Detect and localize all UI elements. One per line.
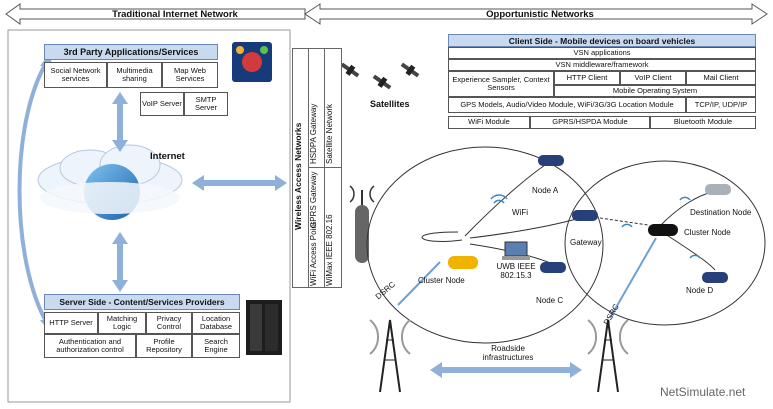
car-cluster-left-icon	[448, 256, 478, 269]
label-node-d: Node D	[686, 286, 714, 295]
antenna-icon	[349, 185, 375, 263]
server-rack-icon	[246, 300, 282, 355]
server-search: Search Engine	[192, 334, 240, 358]
car-node-a-icon	[538, 155, 564, 166]
label-gateway: Gateway	[570, 238, 602, 247]
dsrc-left-line	[397, 261, 441, 306]
cluster-left	[366, 146, 604, 344]
mail-client: Mail Client	[686, 71, 756, 85]
wireless-gprs: GPRS Gateway	[309, 171, 318, 228]
link-gateway-cluster-right	[599, 217, 649, 226]
car-gateway-icon	[572, 210, 598, 221]
wifi-marks	[490, 194, 701, 259]
service-social: Social Network services	[44, 62, 107, 88]
service-map: Map Web Services	[162, 62, 218, 88]
wifi-module: WiFi Module	[448, 116, 530, 129]
link-cluster-noded	[661, 231, 716, 271]
arrow-internet-wireless	[192, 175, 287, 191]
label-wifi: WiFi	[512, 208, 528, 217]
server-side-title: Server Side - Content/Services Providers	[44, 294, 240, 310]
gps-modules: GPS Models, Audio/Video Module, WiFi/3G/…	[448, 97, 686, 113]
label-node-c: Node C	[536, 296, 564, 305]
server-http: HTTP Server	[44, 312, 98, 334]
tower-right-icon	[587, 319, 629, 393]
car-destination-icon	[705, 184, 731, 195]
cluster-right	[564, 160, 766, 326]
satellite-icons	[340, 62, 420, 90]
left-banner-title: Traditional Internet Network	[112, 9, 238, 20]
internet-label: Internet	[150, 151, 185, 162]
label-node-a: Node A	[532, 186, 559, 195]
service-smtp: SMTP Server	[184, 92, 228, 116]
http-client: HTTP Client	[554, 71, 620, 85]
bluetooth-module: Bluetooth Module	[650, 116, 756, 129]
tower-left-icon	[369, 319, 411, 393]
internet-cloud	[37, 144, 183, 220]
wireless-hsdpa: HSDPA Gateway	[309, 103, 318, 164]
car-cluster-right-icon	[648, 224, 678, 236]
server-privacy: Privacy Control	[146, 312, 192, 334]
label-cluster-right: Cluster Node	[684, 228, 731, 237]
wireless-title: Wireless Access Networks	[293, 122, 303, 230]
label-roadside: Roadside infrastructures	[482, 344, 534, 362]
link-cluster-left	[421, 231, 463, 242]
left-region	[7, 29, 291, 403]
laptop-icon	[502, 241, 530, 260]
wireless-wifi-ap: WiFi Access Point	[309, 221, 318, 286]
server-auth: Authentication and authorization control	[44, 334, 136, 358]
vsn-middleware: VSN middleware/framework	[448, 59, 756, 71]
link-cluster-nodea	[464, 162, 549, 237]
voip-client: VoIP Client	[620, 71, 686, 85]
app-icon	[232, 42, 272, 82]
wireless-panel	[292, 48, 342, 288]
server-location: Location Database	[192, 312, 240, 334]
label-uwb: UWB IEEE 802.15.3	[496, 262, 536, 280]
satellites-label: Satellites	[370, 99, 410, 109]
server-matching: Matching Logic	[98, 312, 146, 334]
car-node-d-icon	[702, 272, 728, 283]
third-party-title: 3rd Party Applications/Services	[44, 44, 218, 60]
arrow-thirdparty-internet	[112, 92, 128, 152]
link-cluster-gateway	[469, 217, 581, 239]
tcp-ip: TCP/IP, UDP/IP	[686, 97, 756, 113]
arrow-internet-server	[112, 232, 128, 292]
dsrc-right-line	[609, 237, 657, 319]
client-side-title: Client Side - Mobile devices on board ve…	[448, 34, 756, 47]
mobile-os: Mobile Operating System	[554, 85, 756, 97]
right-banner-title: Opportunistic Networks	[486, 9, 594, 20]
service-multimedia: Multimedia sharing	[107, 62, 162, 88]
label-cluster-left: Cluster Node	[418, 276, 465, 285]
vsn-applications: VSN applications	[448, 47, 756, 59]
wireless-satellite: Satellite Network	[325, 103, 334, 164]
arrow-curved-left	[17, 58, 50, 327]
service-voip: VoIP Server	[140, 92, 184, 116]
watermark: NetSimulate.net	[660, 385, 746, 399]
roadside-arrow	[430, 362, 582, 378]
server-profile: Profile Repository	[136, 334, 192, 358]
wireless-wimax: WiMax IEEE 802.16	[325, 214, 334, 286]
banner-right-arrow	[304, 3, 768, 25]
car-node-c-icon	[540, 262, 566, 273]
gprs-module: GPRS/HSPDA Module	[530, 116, 650, 129]
label-destination: Destination Node	[690, 208, 752, 217]
experience-sampler: Experience Sampler, Context Sensors	[448, 71, 554, 97]
